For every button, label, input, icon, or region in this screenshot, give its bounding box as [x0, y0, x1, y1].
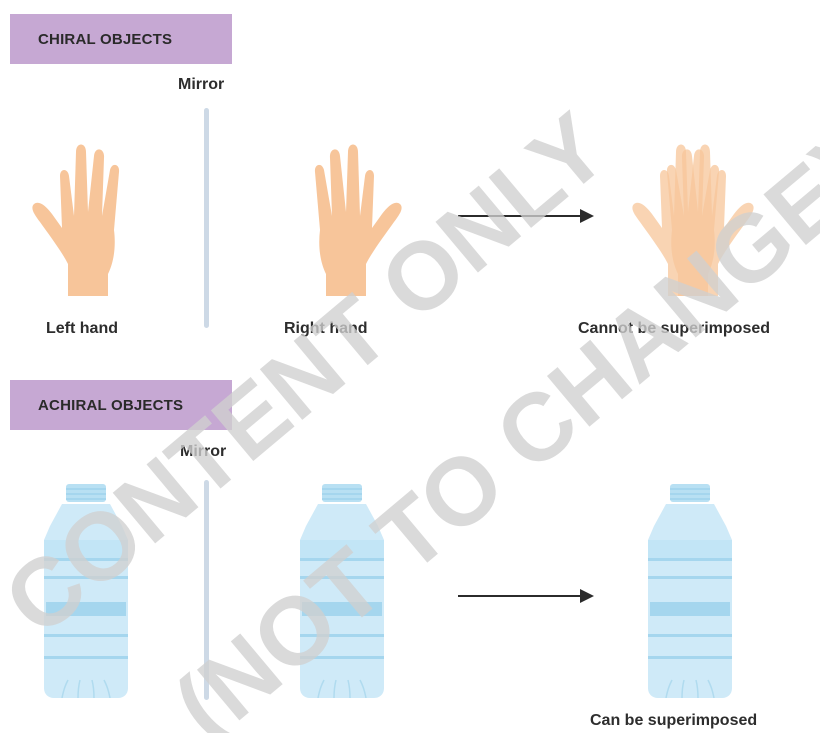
bottle-superimposed-icon — [648, 484, 732, 698]
chiral-mirror-line — [204, 108, 209, 328]
cannot-superimpose-label: Cannot be superimposed — [578, 320, 770, 338]
bottle-right-icon — [300, 484, 384, 698]
achiral-mirror-label: Mirror — [180, 443, 226, 461]
left-hand-label: Left hand — [46, 320, 118, 338]
right-hand-label: Right hand — [284, 320, 368, 338]
achiral-arrow-icon — [456, 586, 596, 606]
can-superimpose-label: Can be superimposed — [590, 712, 757, 730]
superimposed-hands-icon — [628, 136, 758, 296]
right-hand-icon — [286, 136, 406, 296]
chiral-mirror-label: Mirror — [178, 76, 224, 94]
left-hand-icon — [28, 136, 148, 296]
bottle-left-icon — [44, 484, 128, 698]
achiral-mirror-line — [204, 480, 209, 700]
chiral-arrow-icon — [456, 206, 596, 226]
achiral-objects-badge: ACHIRAL OBJECTS — [10, 380, 232, 430]
chiral-objects-badge: CHIRAL OBJECTS — [10, 14, 232, 64]
